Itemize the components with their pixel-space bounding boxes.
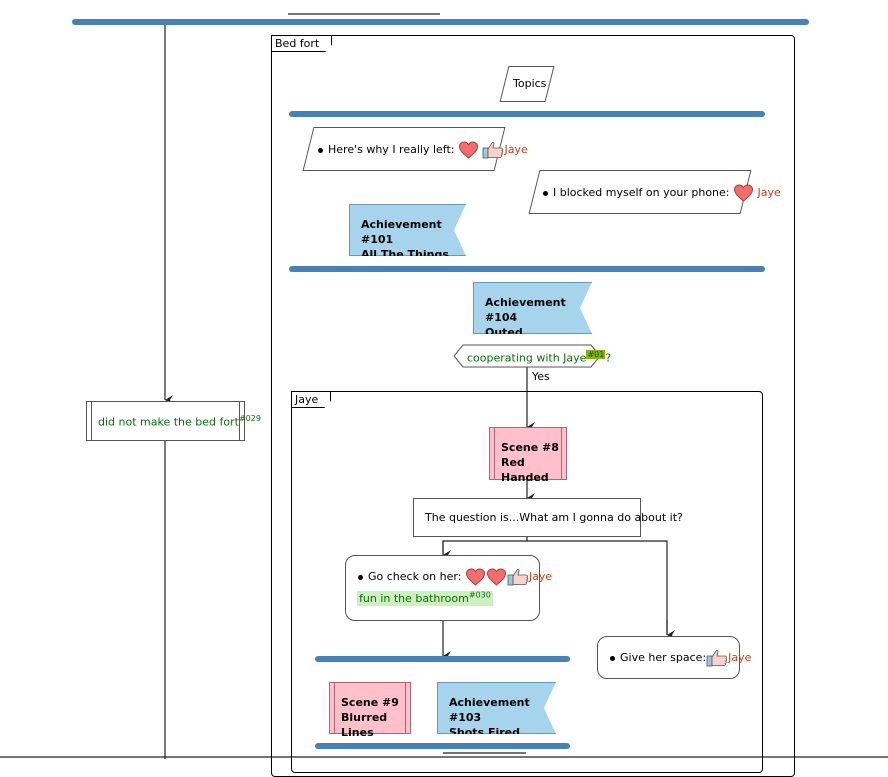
- left-branch-note-sup: #029: [238, 414, 261, 423]
- option-go-check: [345, 555, 540, 621]
- option-go-check-who: Jaye: [528, 570, 553, 583]
- option-go-check-note: fun in the bathroom#030: [357, 590, 493, 606]
- bed-fort-tab: Bed fort: [271, 35, 332, 52]
- bullet-icon: [610, 655, 615, 661]
- topic-item-1: Here's why I really left: Jaye: [318, 141, 528, 159]
- scene-8-name: Red Handed: [501, 456, 549, 484]
- achievement-104-title: Achievement #104: [485, 296, 566, 324]
- achievement-104: Achievement #104 Outed: [473, 282, 592, 334]
- topic-item-1-text: Here's why I really left:: [328, 143, 455, 156]
- left-branch-note-text: did not make the bed fort: [98, 415, 239, 429]
- option-give-space-who: Jaye: [728, 651, 752, 664]
- topics-label: Topics: [513, 77, 547, 90]
- achievement-103: Achievement #103 Shots Fired: [437, 682, 556, 734]
- heart-icon: [486, 568, 506, 586]
- thumbs-up-icon: [507, 569, 529, 586]
- jaye-join-bar: [315, 743, 570, 749]
- option-give-space-text: Give her space:: [620, 651, 707, 664]
- bed-fort-fork-bar-1: [289, 111, 765, 117]
- scene-8: Scene #8 Red Handed: [489, 427, 567, 484]
- question-text: The question is...What am I gonna do abo…: [425, 511, 683, 524]
- heart-icon: [458, 141, 478, 159]
- topic-item-2-text: I blocked myself on your phone:: [553, 186, 730, 199]
- condition-label: cooperating with Jaye#01?: [467, 350, 611, 365]
- jaye-fork-bar: [315, 656, 570, 662]
- bullet-icon: [318, 147, 323, 153]
- scene-8-title: Scene #8: [501, 441, 559, 454]
- achievement-101: Achievement #101 All The Things: [349, 204, 466, 256]
- jaye-tab: Jaye: [291, 391, 331, 408]
- topic-item-2-who: Jaye: [757, 186, 781, 199]
- thumbs-up-icon: [706, 650, 728, 667]
- option-go-check-line: Go check on her: Jaye: [358, 568, 552, 586]
- topic-item-1-who: Jaye: [504, 143, 528, 156]
- condition-tail: ?: [605, 351, 612, 365]
- achievement-101-title: Achievement #101: [361, 218, 442, 246]
- thumbs-up-icon: [483, 142, 504, 159]
- topic-item-2: I blocked myself on your phone: Jaye: [543, 184, 781, 202]
- bullet-icon: [543, 190, 548, 196]
- option-give-space-line: Give her space: Jaye: [610, 649, 751, 667]
- left-branch-note: did not make the bed fort#029: [86, 401, 261, 441]
- bullet-icon: [358, 574, 363, 580]
- achievement-103-title: Achievement #103: [449, 696, 530, 724]
- bed-fort-join-bar-1: [289, 266, 765, 272]
- scene-9-title: Scene #9: [341, 696, 399, 709]
- option-go-check-note-sup: #030: [468, 590, 491, 599]
- heart-icon: [733, 184, 754, 202]
- connector-lines: [0, 13, 888, 759]
- condition-hexagon: [453, 344, 601, 368]
- condition-sup: #01: [586, 350, 606, 359]
- condition-text: cooperating with Jaye: [467, 351, 587, 365]
- top-fork-bar: [72, 19, 809, 25]
- yes-label: Yes: [532, 370, 550, 383]
- scene-9-name: Blurred Lines: [341, 711, 388, 739]
- scene-9: Scene #9 Blurred Lines: [329, 682, 411, 739]
- option-go-check-note-text: fun in the bathroom: [359, 591, 469, 605]
- heart-icon: [465, 568, 485, 586]
- question-box: [413, 498, 641, 537]
- option-go-check-text: Go check on her:: [368, 570, 462, 583]
